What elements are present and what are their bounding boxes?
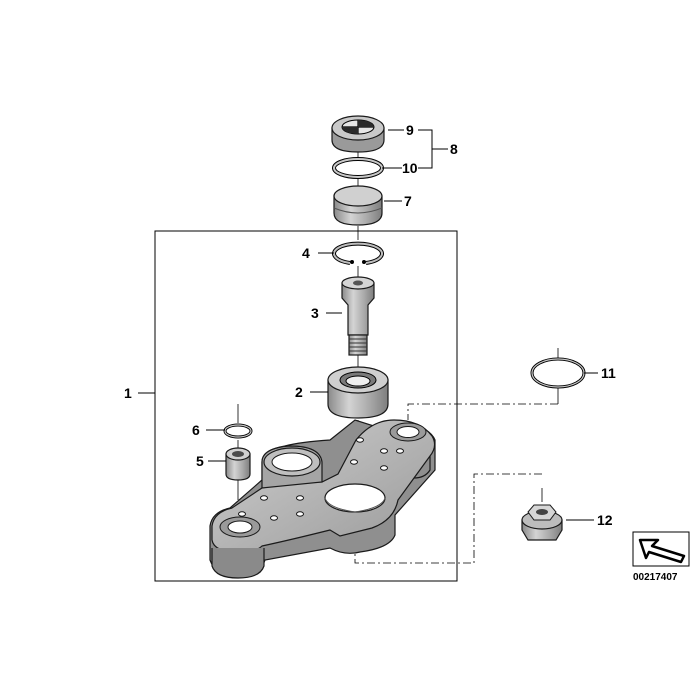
part-11-o-ring xyxy=(530,357,586,389)
leader-lines xyxy=(138,129,598,521)
arrow-icon xyxy=(638,538,686,564)
part-4-circlip xyxy=(332,241,384,265)
part-1-fork-bridge xyxy=(209,419,436,579)
part-3-bolt xyxy=(341,276,375,356)
callout-11: 11 xyxy=(601,365,616,381)
callout-8: 8 xyxy=(450,141,458,157)
callout-5: 5 xyxy=(196,453,204,469)
callout-6: 6 xyxy=(192,422,200,438)
callout-3: 3 xyxy=(311,305,319,321)
callout-2: 2 xyxy=(295,384,303,400)
part-9-emblem-cap xyxy=(331,115,385,153)
part-2-bearing xyxy=(327,366,389,419)
callout-4: 4 xyxy=(302,245,310,261)
part-5-bushing xyxy=(225,447,251,481)
callout-12: 12 xyxy=(597,512,613,528)
part-7-plug xyxy=(333,185,383,226)
callout-7: 7 xyxy=(404,193,412,209)
part-6-small-o-ring xyxy=(223,423,253,439)
callout-10: 10 xyxy=(402,160,418,176)
callout-1: 1 xyxy=(124,385,132,401)
assembly-frame xyxy=(154,230,458,582)
part-12-flange-nut xyxy=(521,504,563,541)
orientation-arrow-box xyxy=(632,531,690,567)
drawing-code: 00217407 xyxy=(633,572,678,583)
part-10-o-ring xyxy=(332,157,384,179)
callouts: 9 10 8 7 4 3 2 1 6 5 11 12 xyxy=(124,122,616,528)
callout-9: 9 xyxy=(406,122,414,138)
